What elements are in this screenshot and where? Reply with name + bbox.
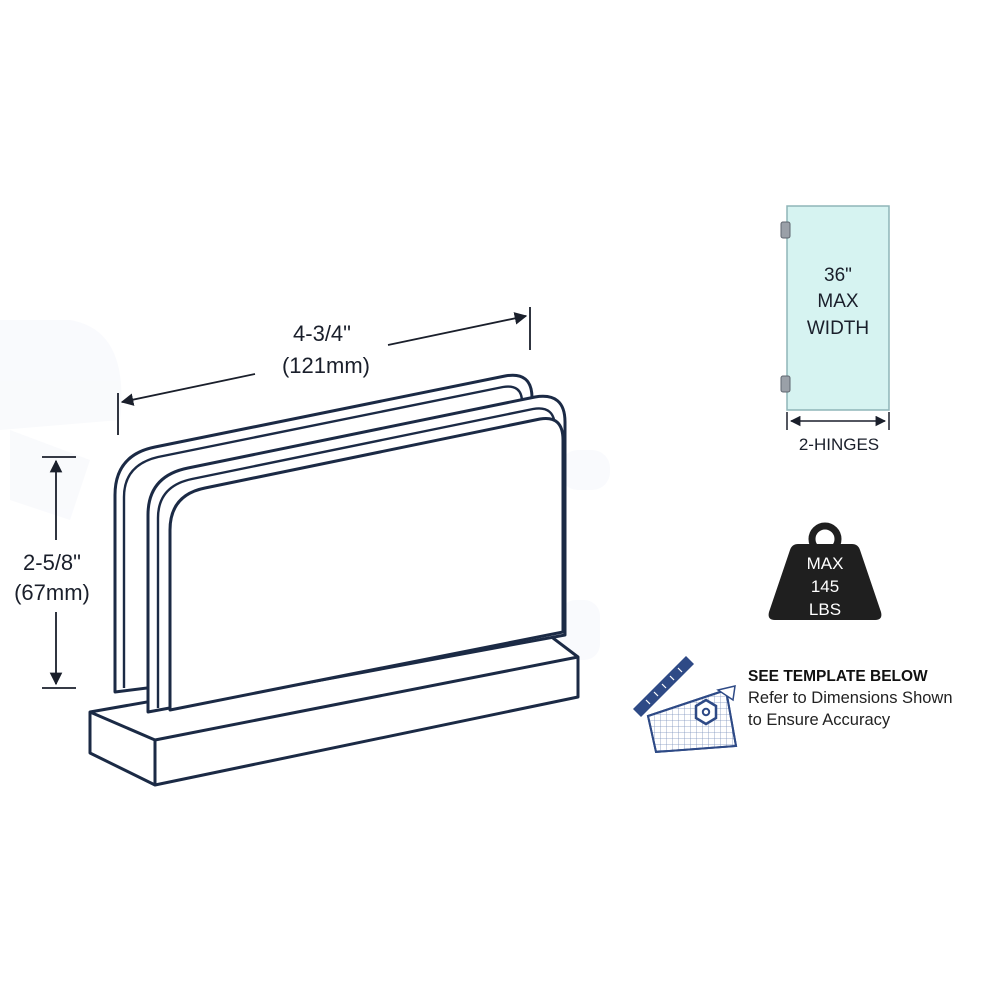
width-dimension (117, 307, 531, 435)
template-line1: Refer to Dimensions Shown (748, 689, 953, 707)
panel-width-line2: WIDTH (807, 318, 869, 339)
hinge-front-plate (168, 416, 565, 712)
hinge-bottom-icon (780, 375, 791, 393)
hinge-top-icon (780, 221, 791, 239)
panel-width-dimension (786, 412, 890, 430)
weight-line3: LBS (809, 600, 841, 619)
panel-width-value: 36" (824, 265, 852, 286)
panel-width-line1: MAX (817, 291, 859, 312)
door-panel-diagram: 36" MAX WIDTH 2-HINGES (780, 205, 890, 454)
glass-door-panel (786, 205, 890, 411)
height-label-imperial: 2-5/8" (23, 550, 81, 575)
weight-icon: MAX 145 LBS (768, 522, 882, 620)
height-label-metric: (67mm) (14, 580, 90, 605)
weight-line2: 145 (811, 577, 839, 596)
width-label-metric: (121mm) (282, 353, 370, 378)
height-dimension (42, 456, 76, 689)
hinge-illustration (88, 373, 580, 787)
width-label-imperial: 4-3/4" (293, 321, 351, 346)
weight-line1: MAX (807, 554, 844, 573)
template-heading: SEE TEMPLATE BELOW (748, 668, 928, 685)
background-watermark (0, 320, 610, 660)
template-ruler-icon (633, 656, 738, 754)
template-line2: to Ensure Accuracy (748, 711, 891, 729)
hinges-label: 2-HINGES (799, 435, 879, 454)
